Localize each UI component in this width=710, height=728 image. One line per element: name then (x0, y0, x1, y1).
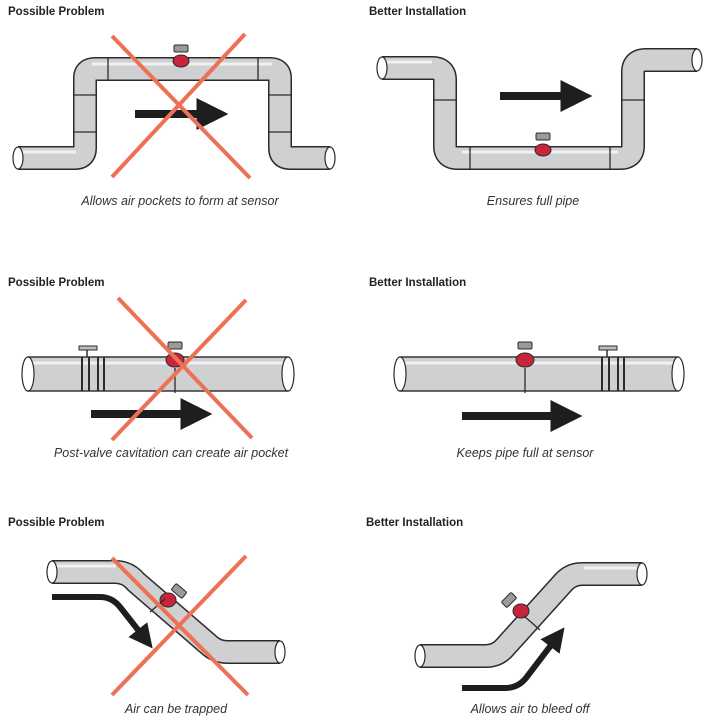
panel-4-caption: Keeps pipe full at sensor (456, 446, 594, 460)
flow-arrow (52, 594, 153, 649)
flow-sensor (515, 341, 535, 393)
pipe-inverted-u (12, 57, 336, 170)
straight-pipe (393, 356, 685, 392)
pipe-u-shape (376, 48, 703, 170)
panel-4-heading: Better Installation (369, 277, 467, 289)
panel-1-heading: Possible Problem (8, 6, 105, 18)
cross-mark (110, 296, 254, 442)
panel-2-heading: Better Installation (369, 6, 467, 18)
panel-5-heading: Possible Problem (8, 517, 105, 529)
sloped-pipe (414, 562, 648, 668)
flow-sensor (172, 44, 190, 68)
straight-pipe (21, 356, 295, 392)
panel-6-heading: Better Installation (366, 517, 464, 529)
valve (78, 345, 105, 391)
panel-2-caption: Ensures full pipe (486, 194, 580, 208)
sloped-pipe (46, 560, 286, 664)
cross-mark (110, 554, 250, 697)
cross-mark (110, 32, 252, 180)
panel-3-heading: Possible Problem (8, 277, 105, 289)
flow-sensor (501, 592, 541, 631)
panel-3-caption: Post-valve cavitation can create air poc… (53, 446, 289, 460)
panel-1-caption: Allows air pockets to form at sensor (81, 194, 279, 208)
panel-6-caption: Allows air to bleed off (470, 702, 590, 716)
valve (598, 345, 625, 391)
panel-5-caption: Air can be trapped (124, 702, 228, 716)
flow-sensor (534, 132, 552, 157)
flow-arrow (462, 627, 565, 691)
